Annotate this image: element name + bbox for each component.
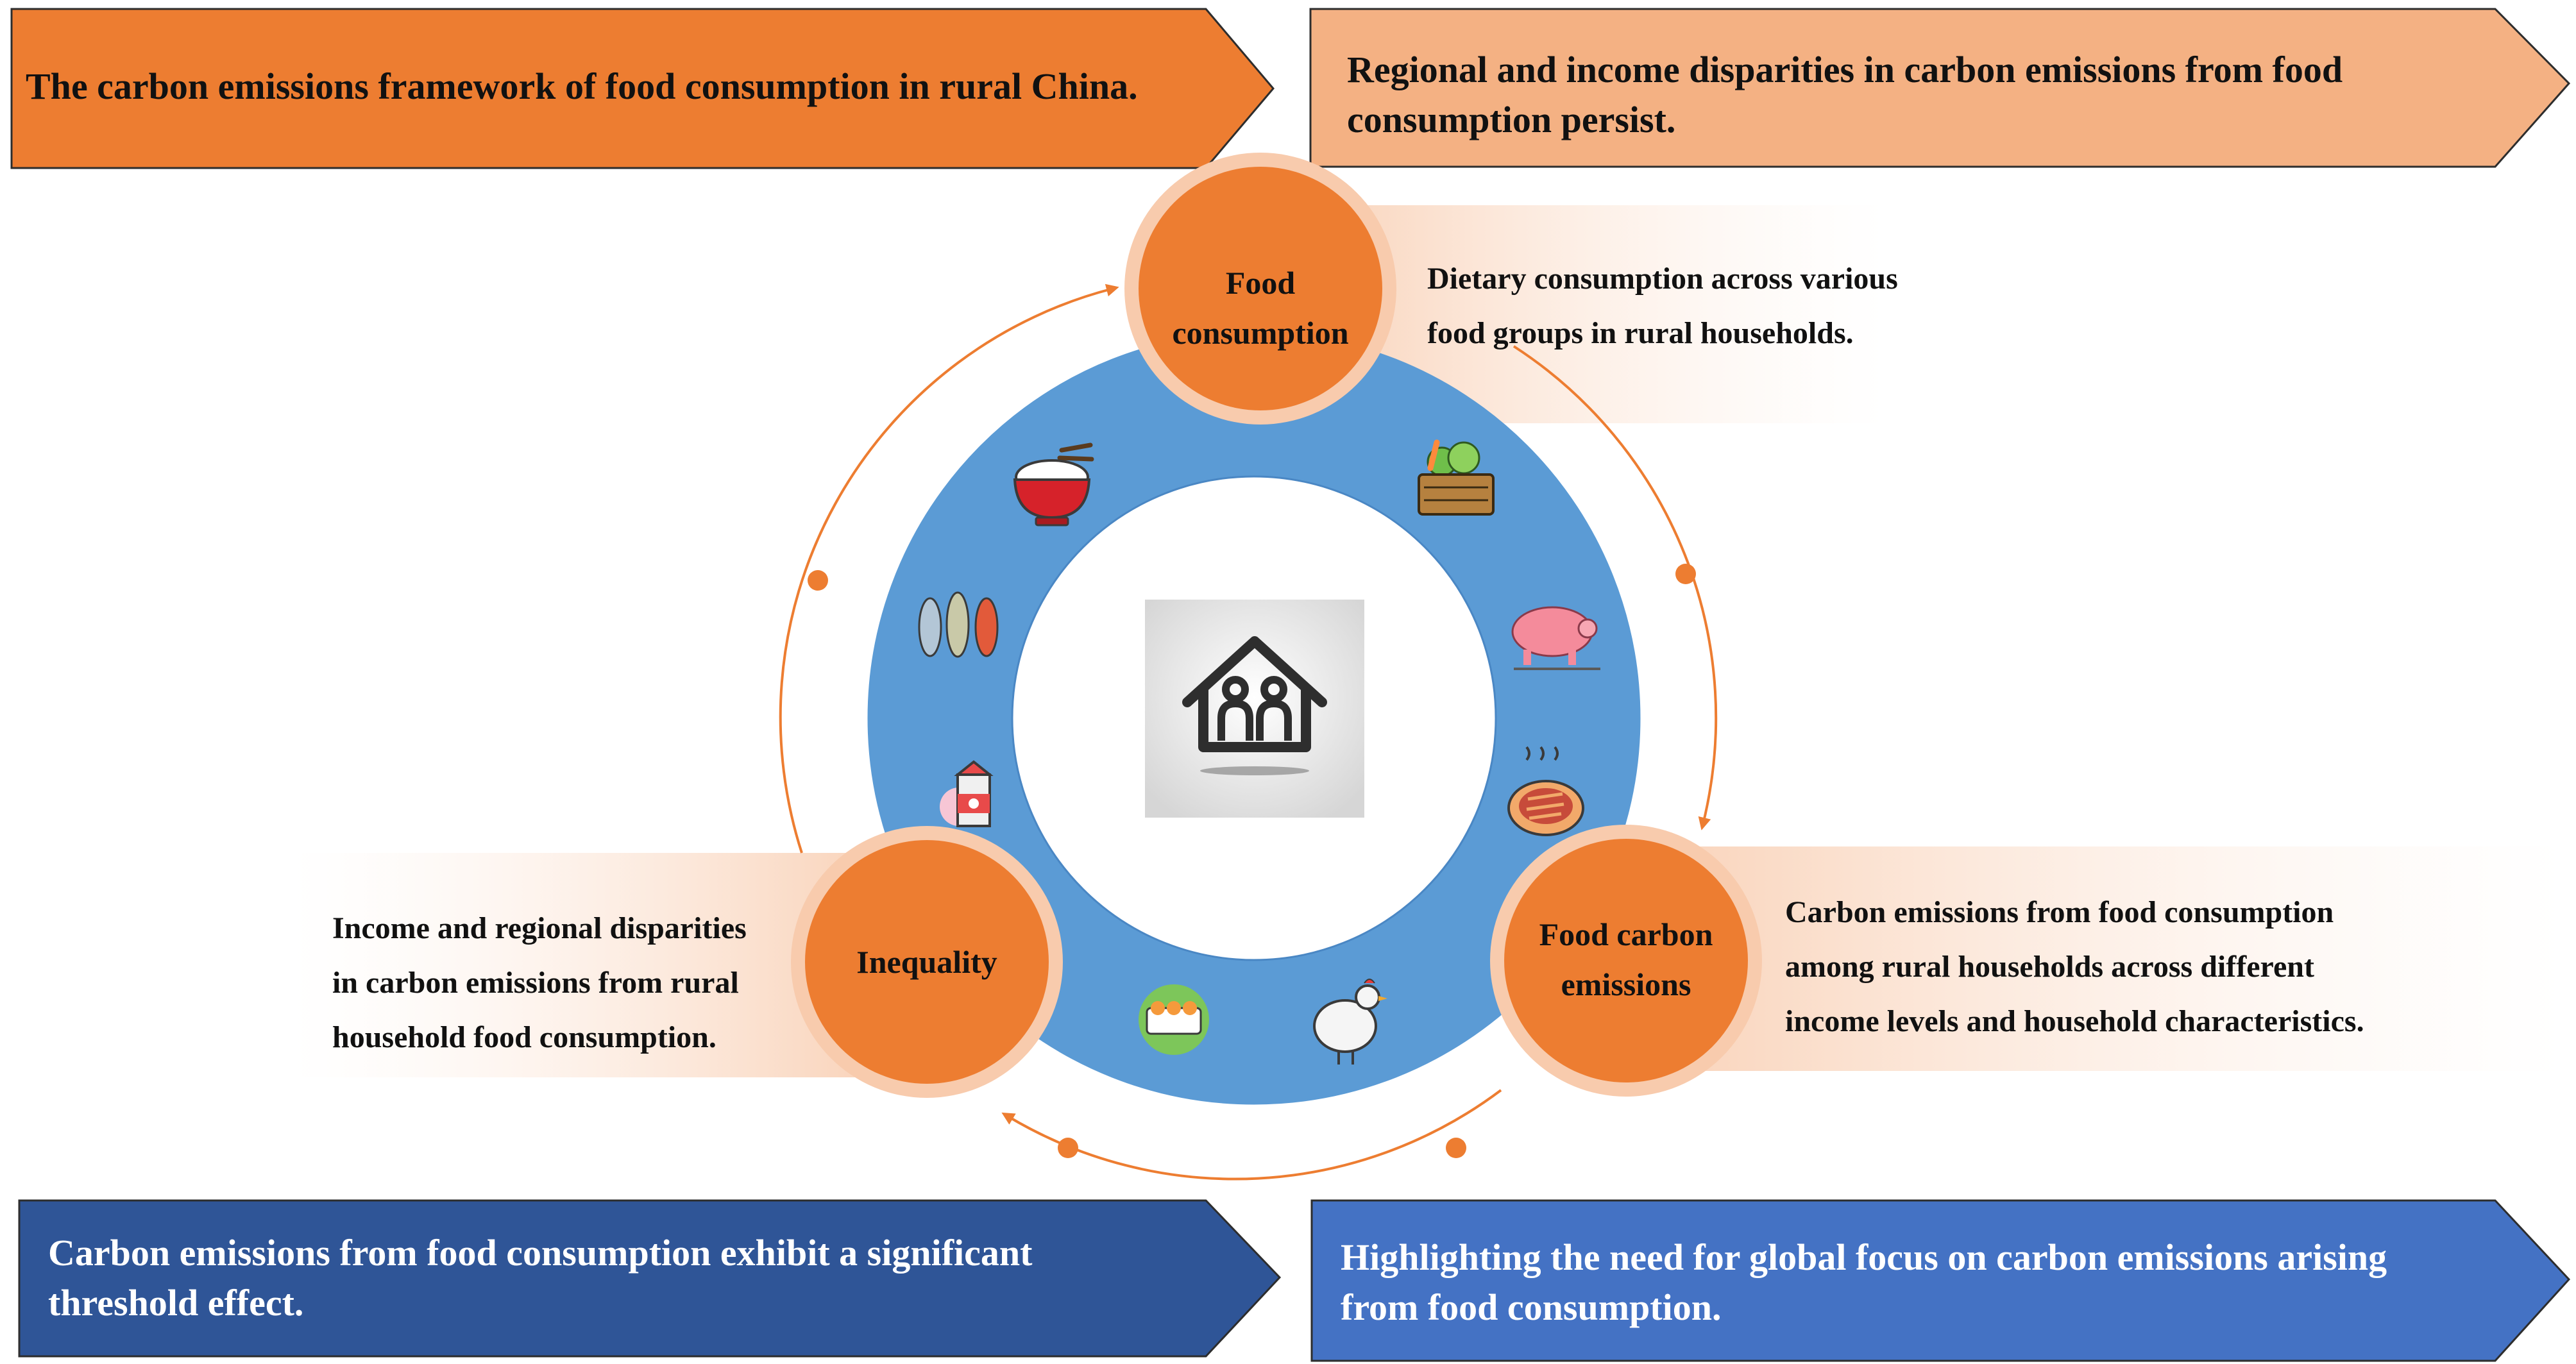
banner-bottom-right-line2: from food consumption.	[1341, 1286, 1722, 1328]
node-food-consumption-line1: Food	[1225, 265, 1296, 301]
banner-bottom-left-shape	[18, 1199, 1282, 1358]
desc-food-carbon-line3: income levels and household characterist…	[1785, 1004, 2364, 1038]
steak-icon	[1507, 746, 1584, 836]
eggs-icon	[1139, 984, 1209, 1055]
house-tile	[1145, 600, 1364, 818]
desc-fade-inequality	[292, 853, 876, 1077]
node-inequality-label: Inequality	[856, 944, 997, 980]
desc-inequality: Income and regional disparities in carbo…	[332, 901, 747, 1065]
banner-top-right-text: Regional and income disparities in carbo…	[1347, 45, 2343, 145]
banner-top-left-text: The carbon emissions framework of food c…	[26, 65, 1138, 107]
desc-food-carbon-line2: among rural households across different	[1785, 950, 2314, 984]
node-food-consumption-line2: consumption	[1172, 315, 1349, 351]
banner-bottom-right-text: Highlighting the need for global focus o…	[1341, 1233, 2387, 1333]
banner-top-left-shape	[10, 8, 1275, 169]
banner-bottom-left-line1: Carbon emissions from food consumption e…	[48, 1232, 1033, 1274]
milk-carton-icon	[940, 760, 994, 827]
banner-bottom-left-text: Carbon emissions from food consumption e…	[48, 1228, 1032, 1328]
orbit-dot-left	[808, 570, 828, 591]
chicken-icon	[1313, 979, 1387, 1065]
desc-inequality-line2: in carbon emissions from rural	[332, 966, 739, 1000]
vegetable-basket-icon	[1418, 439, 1495, 516]
rice-bowl-icon	[1013, 442, 1094, 526]
node-food-carbon-circle	[1504, 839, 1748, 1082]
seafood-icon	[918, 591, 999, 658]
banner-top-right-line1: Regional and income disparities in carbo…	[1347, 49, 2343, 90]
desc-food-consumption-line2: food groups in rural households.	[1427, 316, 1854, 350]
node-inequality-circle	[805, 840, 1049, 1084]
orbit-arrow-to-food-carbon	[1513, 345, 1718, 830]
banner-bottom-right-shape	[1310, 1199, 2571, 1362]
pig-icon	[1511, 606, 1600, 670]
desc-food-consumption: Dietary consumption across various food …	[1427, 251, 1898, 360]
orbit-dot-bottom-right	[1446, 1138, 1466, 1158]
banner-top-right-line2: consumption persist.	[1347, 99, 1676, 140]
desc-food-consumption-line1: Dietary consumption across various	[1427, 262, 1898, 296]
banner-bottom-right-line1: Highlighting the need for global focus o…	[1341, 1236, 2387, 1278]
node-food-carbon-line2: emissions	[1561, 966, 1691, 1002]
banner-top-right-shape	[1309, 8, 2571, 168]
orbit-dot-bottom-left	[1058, 1138, 1078, 1158]
orbit-arrow-to-food-consumption	[779, 283, 1119, 854]
banner-bottom-left-line2: threshold effect.	[48, 1282, 304, 1324]
desc-inequality-line3: household food consumption.	[332, 1020, 716, 1054]
desc-inequality-line1: Income and regional disparities	[332, 911, 747, 945]
family-house-icon	[1182, 636, 1327, 775]
ring-inner-edge	[1011, 475, 1497, 961]
node-food-carbon-line1: Food carbon	[1539, 916, 1713, 952]
node-food-consumption-label: Food consumption	[1145, 258, 1376, 358]
desc-food-carbon-line1: Carbon emissions from food consumption	[1785, 895, 2334, 929]
orbit-dot-right	[1675, 564, 1696, 584]
desc-food-carbon: Carbon emissions from food consumption a…	[1785, 885, 2364, 1048]
node-food-carbon-label: Food carbon emissions	[1511, 909, 1741, 1009]
desc-fade-food-carbon	[1655, 846, 2566, 1071]
node-food-consumption-circle	[1139, 167, 1382, 410]
